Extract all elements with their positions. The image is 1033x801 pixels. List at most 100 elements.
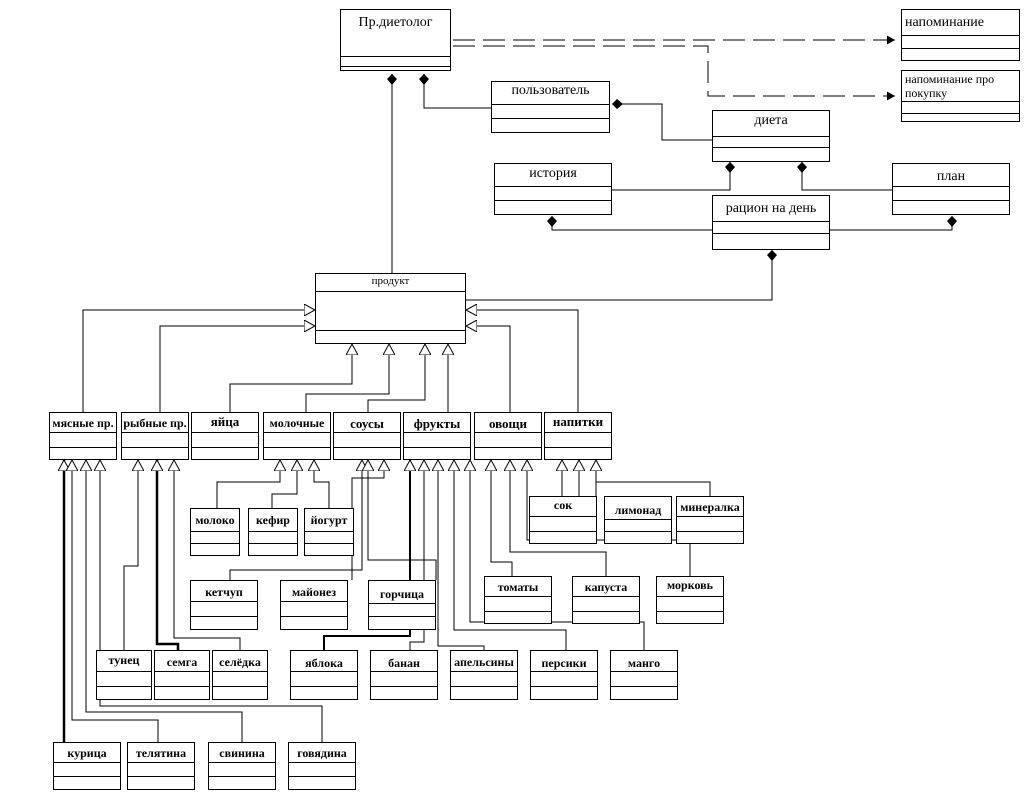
class-name: свинина: [219, 746, 265, 760]
class-reminder-purchase: напоминание про покупку: [901, 70, 1020, 122]
class-name: говядина: [297, 746, 347, 760]
class-name: селёдка: [219, 655, 261, 669]
link-diet-user: [612, 99, 712, 141]
class-name: план: [936, 169, 966, 184]
inh-drinks: [466, 310, 579, 412]
class-mango: манго: [610, 650, 678, 700]
class-lemonade: лимонад: [604, 496, 672, 544]
class-name: телятина: [135, 746, 187, 760]
inh-sauces: [367, 344, 425, 412]
class-name: тунец: [108, 653, 140, 667]
inh-ketchup: [229, 460, 362, 580]
class-name: история: [529, 166, 577, 181]
inh-mustard: [368, 460, 437, 580]
class-yogurt: йогурт: [304, 508, 354, 556]
class-name: соусы: [350, 416, 384, 431]
inh-dairy: [305, 344, 389, 412]
link-ration-history: [547, 216, 712, 231]
inh-apples: [323, 460, 410, 650]
class-pork: свинина: [208, 742, 276, 790]
class-name: Пр.диетолог: [358, 15, 433, 30]
class-name: персики: [541, 656, 587, 670]
class-fruits: фрукты: [403, 412, 471, 460]
inh-beef: [100, 460, 323, 742]
inh-kefir: [271, 460, 297, 508]
link-product-ration: [466, 250, 777, 301]
class-name: мясные пр.: [52, 416, 114, 430]
link-ration-plan: [830, 216, 957, 231]
class-eggs: яйца: [191, 412, 259, 460]
inh-tomatoes: [491, 460, 513, 576]
class-fish: рыбные пр.: [121, 412, 189, 460]
inh-cabbage: [510, 460, 607, 576]
class-salmon: семга: [154, 650, 210, 700]
class-oranges: апельсины: [450, 650, 518, 700]
class-mustard: горчица: [368, 580, 436, 630]
inh-herring: [174, 460, 241, 650]
class-name: горчица: [379, 587, 425, 601]
class-name: овощи: [488, 416, 528, 431]
class-vegetables: овощи: [474, 412, 542, 460]
class-mayo: майонез: [280, 580, 348, 630]
inh-mineral: [596, 460, 711, 496]
class-dietolog: Пр.диетолог: [340, 9, 451, 71]
class-history: история: [494, 163, 612, 215]
class-name: рыбные пр.: [123, 416, 187, 430]
class-user: пользователь: [491, 81, 610, 133]
class-tomatoes: томаты: [484, 576, 552, 624]
class-name: напоминание: [905, 15, 985, 30]
class-name: манго: [627, 656, 661, 670]
link-history-diet: [612, 162, 735, 191]
inh-peaches: [454, 460, 567, 650]
class-name: яблока: [305, 656, 343, 670]
class-name: фрукты: [413, 416, 461, 431]
class-meat: мясные пр.: [49, 412, 117, 460]
class-beef: говядина: [288, 742, 356, 790]
link-plan-diet: [797, 162, 892, 191]
class-reminder: напоминание: [901, 9, 1020, 61]
inh-eggs: [229, 344, 352, 412]
class-name: семга: [166, 655, 198, 669]
class-juice: сок: [529, 496, 597, 544]
class-name: рацион на день: [725, 201, 817, 216]
class-name: лимонад: [614, 503, 662, 517]
class-name: кефир: [256, 513, 290, 527]
class-name: апельсины: [454, 655, 514, 669]
class-cabbage: капуста: [572, 576, 640, 624]
class-name: напоминание про покупку: [905, 72, 995, 100]
inh-banana: [409, 460, 424, 650]
class-product: продукт: [315, 273, 466, 344]
class-name: молоко: [195, 513, 235, 527]
class-apples: яблока: [290, 650, 358, 700]
class-sauces: соусы: [333, 412, 401, 460]
class-name: кетчуп: [205, 585, 243, 599]
class-carrot: морковь: [656, 576, 724, 624]
class-name: минералка: [680, 500, 740, 514]
class-milk: молоко: [190, 508, 240, 556]
class-drinks: напитки: [544, 412, 612, 460]
inh-meat: [82, 310, 315, 412]
class-name: яйца: [210, 414, 240, 429]
inh-tuna: [123, 460, 138, 650]
link-user-dietolog: [419, 74, 491, 109]
class-tuna: тунец: [96, 650, 152, 700]
class-name: диета: [754, 113, 788, 128]
class-plan: план: [892, 163, 1010, 215]
inh-oranges: [438, 460, 485, 650]
class-kefir: кефир: [248, 508, 298, 556]
class-mineral: минералка: [676, 496, 744, 544]
class-ketchup: кетчуп: [190, 580, 258, 630]
class-name: пользователь: [511, 83, 590, 98]
class-name: майонез: [291, 585, 337, 599]
class-name: молочные: [269, 416, 325, 430]
class-name: напитки: [552, 414, 604, 429]
class-name: курица: [67, 746, 107, 760]
class-herring: селёдка: [212, 650, 268, 700]
class-veal: телятина: [127, 742, 195, 790]
class-name: морковь: [667, 578, 713, 592]
class-name: капуста: [584, 580, 628, 594]
class-name: продукт: [371, 275, 410, 287]
class-peaches: персики: [530, 650, 598, 700]
class-day-ration: рацион на день: [712, 195, 830, 250]
